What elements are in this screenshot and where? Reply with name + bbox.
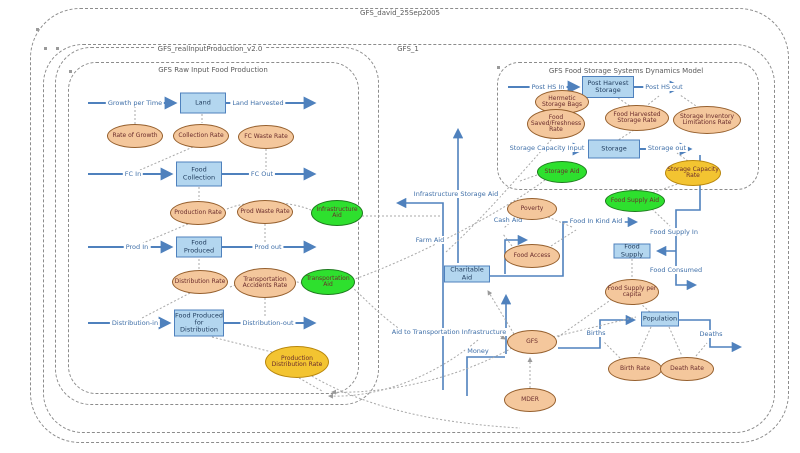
var-poverty[interactable]: Poverty: [507, 198, 557, 220]
flow-money-label[interactable]: Money: [465, 347, 491, 355]
model-gfs-1-title: GFS_1: [394, 45, 422, 53]
model-gfs-1[interactable]: [43, 44, 775, 433]
var-transportation-accidents-rate[interactable]: Transportation Accidents Rate: [234, 268, 296, 298]
flow-births-label[interactable]: Births: [584, 329, 608, 337]
aid-transportation[interactable]: Transportation Aid: [301, 269, 355, 295]
stock-post-harvest-storage[interactable]: Post Harvest Storage: [582, 76, 634, 98]
var-production-rate[interactable]: Production Rate: [170, 201, 226, 225]
handle-dot: [36, 28, 39, 31]
var-collection-rate[interactable]: Collection Rate: [173, 124, 229, 148]
aid-infrastructure[interactable]: Infrastructure Aid: [311, 200, 363, 226]
model-raw-input-food-production-title: GFS Raw Input Food Production: [155, 66, 271, 74]
var-prod-waste-rate[interactable]: Prod Waste Rate: [237, 200, 293, 224]
aid-storage[interactable]: Storage Aid: [537, 161, 587, 183]
stock-land[interactable]: Land: [180, 92, 226, 114]
var-distribution-rate[interactable]: Distribution Rate: [172, 270, 228, 294]
flow-food-supply-in-label[interactable]: Food Supply In: [648, 228, 700, 236]
model-gfs-david[interactable]: [30, 8, 789, 443]
flow-growth-per-time-label[interactable]: Growth per Time: [105, 99, 165, 107]
flow-distribution-in-label[interactable]: Distribution-in: [109, 319, 161, 327]
var-food-harvested-storage-rate[interactable]: Food Harvested Storage Rate: [605, 105, 669, 131]
flow-post-hs-out-label[interactable]: Post HS out: [643, 83, 685, 91]
flow-aid-to-transportation-infrastructure-label[interactable]: Aid to Transportation Infrastructure: [389, 328, 509, 336]
var-death-rate[interactable]: Death Rate: [660, 357, 714, 381]
flow-prod-out-label[interactable]: Prod out: [252, 243, 284, 251]
influence-links: [134, 94, 708, 429]
handle-dot: [69, 70, 72, 73]
var-fc-waste-rate[interactable]: FC Waste Rate: [238, 125, 294, 149]
flow-food-consumed-label[interactable]: Food Consumed: [647, 266, 705, 274]
flow-storage-capacity-input-label[interactable]: Storage Capacity Input: [507, 144, 587, 152]
flow-farm-aid-label[interactable]: Farm Aid: [413, 236, 447, 244]
rate-production-distribution[interactable]: Production Distribution Rate: [265, 346, 329, 378]
stock-food-produced[interactable]: Food Produced: [176, 236, 222, 258]
var-rate-of-growth[interactable]: Rate of Growth: [107, 124, 163, 148]
flow-deaths-label[interactable]: Deaths: [697, 330, 725, 338]
flow-storage-out-label[interactable]: Storage out: [645, 144, 689, 152]
stock-storage[interactable]: Storage: [588, 139, 640, 159]
var-mder[interactable]: MDER: [504, 388, 556, 412]
var-storage-inventory-limitations-rate[interactable]: Storage Inventory Limitations Rate: [673, 106, 741, 134]
handle-dot: [497, 66, 500, 69]
aid-food-supply[interactable]: Food Supply Aid: [605, 190, 665, 212]
model-food-storage-title: GFS Food Storage Systems Dynamics Model: [545, 67, 707, 75]
stock-food-collection[interactable]: Food Collection: [176, 161, 222, 187]
handle-dot: [56, 47, 59, 50]
var-food-access[interactable]: Food Access: [504, 244, 560, 268]
flow-infrastructure-storage-aid-label[interactable]: Infrastructure Storage Aid: [411, 190, 501, 198]
flow-land-harvested-label[interactable]: Land Harvested: [230, 99, 286, 107]
flow-cash-aid-label[interactable]: Cash Aid: [491, 216, 525, 224]
stock-charitable-aid[interactable]: Charitable Aid: [444, 265, 490, 283]
var-birth-rate[interactable]: Birth Rate: [608, 357, 662, 381]
flow-distribution-out-label[interactable]: Distribution-out: [240, 319, 296, 327]
flow-fc-out-label[interactable]: FC Out: [248, 170, 276, 178]
stock-food-supply[interactable]: Food Supply: [613, 243, 651, 259]
flow-food-in-kind-aid-label[interactable]: Food In Kind Aid: [567, 217, 625, 225]
var-gfs[interactable]: GFS: [507, 330, 557, 354]
flow-prod-in-label[interactable]: Prod In: [123, 243, 151, 251]
var-food-saved-freshness-rate[interactable]: Food Saved/Freshness Rate: [527, 109, 585, 139]
var-food-supply-per-capita[interactable]: Food Supply per capita: [605, 279, 659, 305]
handle-dot: [44, 47, 47, 50]
rate-storage-capacity[interactable]: Storage Capacity Rate: [665, 160, 721, 186]
model-raw-input-food-production[interactable]: [68, 62, 359, 394]
model-gfs-david-title: GFS_david_25Sep2005: [357, 9, 443, 17]
model-real-input-production-title: GFS_realInputProduction_v2.0: [154, 45, 266, 53]
flow-post-hs-in-label[interactable]: Post HS In: [529, 83, 567, 91]
stock-food-produced-for-distribution[interactable]: Food Produced for Distribution: [174, 309, 224, 337]
flow-fc-in-label[interactable]: FC In: [122, 170, 144, 178]
stock-population[interactable]: Population: [641, 311, 679, 327]
